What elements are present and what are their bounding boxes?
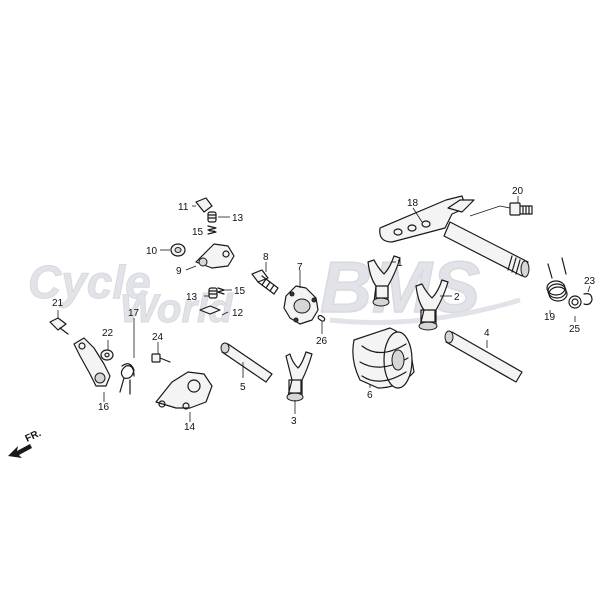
callout-13-lower: 13 xyxy=(186,292,198,303)
part-13-spring-upper xyxy=(207,211,217,223)
part-19-spring xyxy=(546,257,568,302)
front-label: FR. xyxy=(24,428,43,445)
watermark-cycle: Cycle xyxy=(28,256,151,308)
part-12-plate xyxy=(199,305,221,315)
callout-18: 18 xyxy=(407,198,419,209)
callout-24: 24 xyxy=(152,332,164,343)
callout-5: 5 xyxy=(240,382,246,393)
callout-21: 21 xyxy=(52,298,64,309)
callout-22: 22 xyxy=(102,328,114,339)
part-2-shift-fork xyxy=(415,279,449,331)
part-14-guide-plate xyxy=(155,371,213,410)
part-15-spring-lower xyxy=(217,287,225,295)
callout-20: 20 xyxy=(512,186,524,197)
callout-23: 23 xyxy=(584,276,596,287)
callout-4: 4 xyxy=(484,328,490,339)
callout-7: 7 xyxy=(297,262,303,273)
part-24-bolt xyxy=(151,353,171,363)
callout-15-upper: 15 xyxy=(192,227,204,238)
part-18-shift-spindle xyxy=(379,195,530,278)
part-4-fork-shaft xyxy=(444,330,523,383)
part-13-spring-lower xyxy=(208,287,218,299)
callout-16: 16 xyxy=(98,402,110,413)
callout-1: 1 xyxy=(397,258,403,269)
callout-9: 9 xyxy=(176,266,182,277)
part-8-bolt xyxy=(251,269,279,295)
part-22-washer xyxy=(100,349,114,361)
part-23-circlip xyxy=(583,293,593,306)
callout-26: 26 xyxy=(316,336,328,347)
part-1-shift-fork xyxy=(367,255,401,307)
callout-10: 10 xyxy=(146,246,158,257)
part-26-dowel-pin xyxy=(317,314,326,322)
part-6-shift-drum xyxy=(352,327,415,389)
callout-3: 3 xyxy=(291,416,297,427)
part-10-collar xyxy=(170,243,186,257)
callout-6: 6 xyxy=(367,390,373,401)
part-16-shift-arm xyxy=(73,337,111,387)
part-15-spring-upper xyxy=(207,225,217,235)
leader-lines xyxy=(57,196,591,422)
callout-8: 8 xyxy=(263,252,269,263)
part-5-fork-shaft xyxy=(220,342,273,383)
callout-12: 12 xyxy=(232,308,244,319)
callout-14: 14 xyxy=(184,422,196,433)
callout-2: 2 xyxy=(454,292,460,303)
callout-25: 25 xyxy=(569,324,581,335)
part-17-spring xyxy=(119,363,135,395)
part-9-stopper-arm xyxy=(195,243,235,269)
part-20-bolt xyxy=(509,202,533,216)
callout-19: 19 xyxy=(544,312,556,323)
callout-labels: 1 2 3 4 5 6 7 8 9 10 11 12 13 13 14 15 1… xyxy=(52,186,596,433)
part-7-drum-center xyxy=(283,285,319,325)
part-21-bolt xyxy=(49,317,69,335)
callout-17: 17 xyxy=(128,308,140,319)
part-25-washer xyxy=(568,295,582,309)
part-11-cap xyxy=(195,197,213,213)
callout-15-lower: 15 xyxy=(234,286,246,297)
callout-11: 11 xyxy=(178,202,189,213)
front-direction-indicator: FR. xyxy=(8,428,43,458)
callout-13-upper: 13 xyxy=(232,213,244,224)
part-3-shift-fork xyxy=(285,351,313,402)
